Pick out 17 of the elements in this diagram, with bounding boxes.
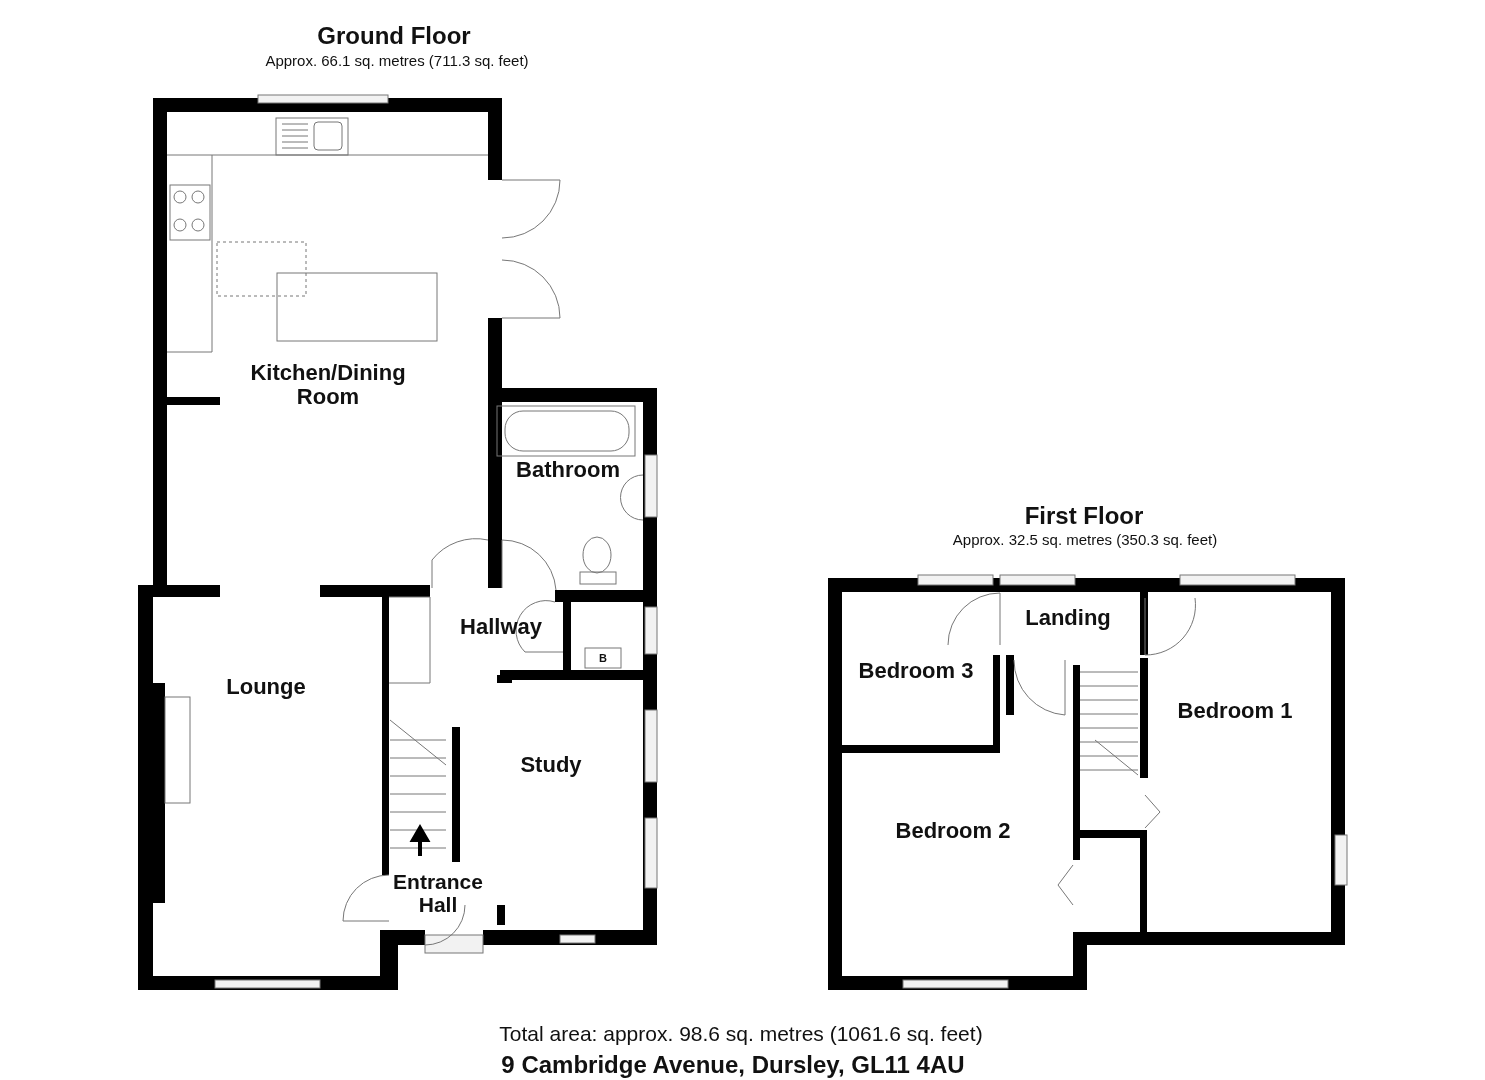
floor-title: First Floor <box>1024 502 1144 530</box>
room-label: Hallway <box>460 614 542 640</box>
room-label: Study <box>520 752 582 778</box>
room-label: Bedroom 2 <box>895 818 1011 844</box>
room-label: Lounge <box>226 674 306 700</box>
room-label: Entrance Hall <box>392 869 484 917</box>
boiler-label: B <box>599 651 607 665</box>
room-label: Bedroom 1 <box>1177 698 1293 724</box>
room-label: Bedroom 3 <box>858 658 974 684</box>
area-subtitle: Approx. 32.5 sq. metres (350.3 sq. feet) <box>952 531 1218 549</box>
room-label: Bathroom <box>516 457 620 483</box>
room-label: Kitchen/Dining Room <box>249 360 407 410</box>
room-label: Landing <box>1025 605 1111 631</box>
total-area-note: Total area: approx. 98.6 sq. metres (1061.6 sq. feet) <box>499 1022 983 1046</box>
floor-title: Ground Floor <box>317 22 471 50</box>
address-line: 9 Cambridge Avenue, Dursley, GL11 4AU <box>501 1051 965 1079</box>
area-subtitle: Approx. 66.1 sq. metres (711.3 sq. feet) <box>265 52 529 70</box>
